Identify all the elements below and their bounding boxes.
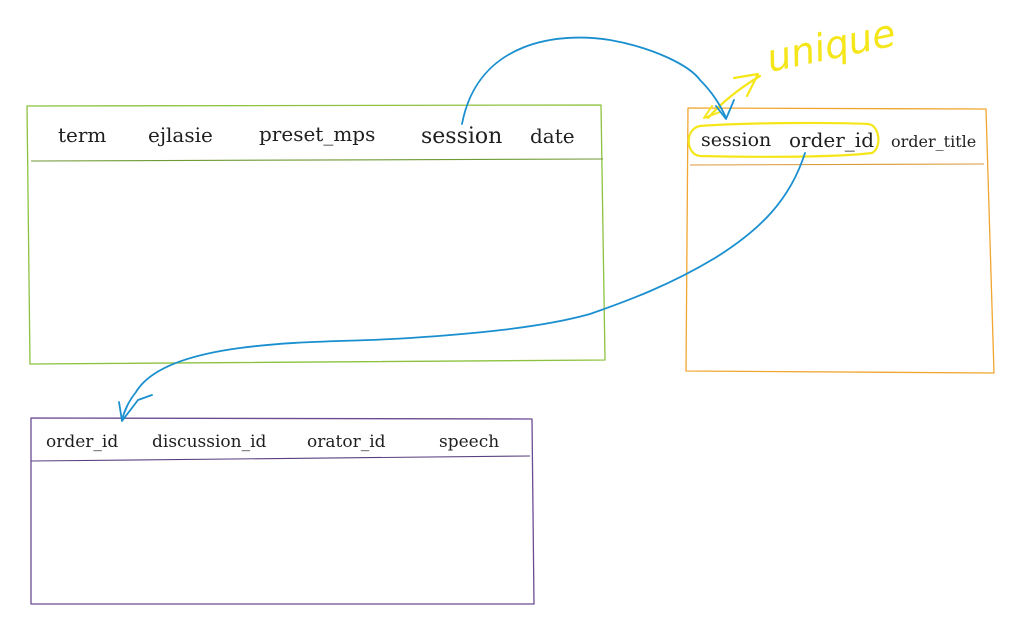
table-3-column-speech: speech [439,432,499,452]
table-2-column-session: session [701,129,771,151]
table-3-column-discussion-id: discussion_id [152,432,267,452]
table-2-header-divider [689,163,985,166]
unique-arrow-head-icon [732,72,760,98]
link-session-arrowhead-icon [715,99,735,120]
table-1-column-preset-mps: preset_mps [259,122,375,146]
table-1-column-date: date [530,124,575,148]
unique-arrow-tail-icon [703,105,721,119]
table-1-column-ejlasie: ejlasie [148,123,213,147]
table-3-column-order-id: order_id [46,432,118,452]
table-2-column-order-title: order_title [891,132,976,151]
unique-note: unique [763,11,900,81]
link-session-to-session [461,36,727,125]
link-order-id-arrowhead-icon [118,394,153,422]
table-3: order_id discussion_id orator_id speech [30,417,535,605]
table-1-column-session: session [421,124,502,149]
table-2: session order_id order_title [685,107,995,374]
table-1-border [26,104,606,365]
unique-key-highlight [687,121,880,158]
unique-arrow-icon [706,74,762,120]
table-1-header-divider [30,158,604,162]
table-2-column-order-id: order_id [789,128,874,152]
table-3-column-orator-id: orator_id [307,432,386,452]
relationship-links [118,36,806,422]
table-2-border [685,107,995,374]
table-1-column-term: term [58,123,106,147]
table-3-header-divider [30,455,531,462]
link-order-id-to-order-id [121,152,806,421]
table-3-border [30,417,535,605]
table-1: term ejlasie preset_mps session date [26,104,606,365]
